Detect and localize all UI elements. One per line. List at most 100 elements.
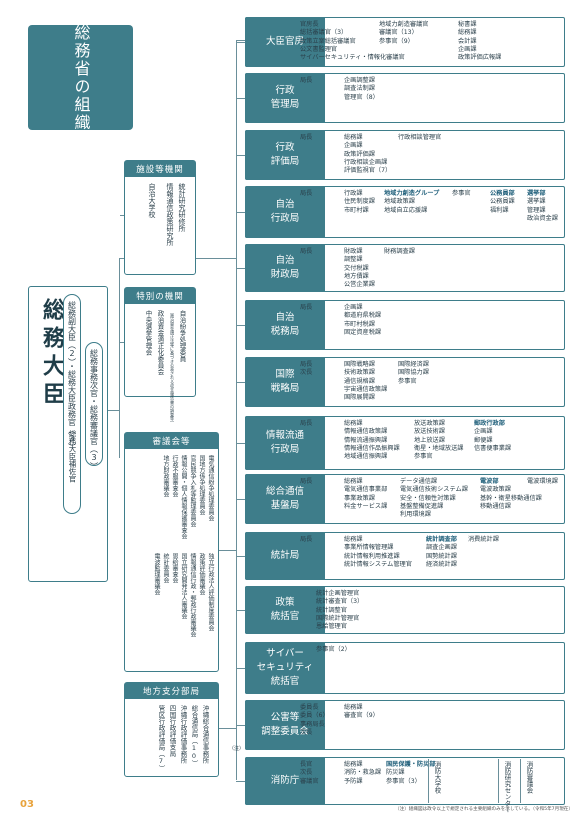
bureau-unit: 地域自立応援課 bbox=[384, 206, 428, 214]
bureau-unit: 政策評価課 bbox=[344, 150, 375, 158]
bureau-unit: 都道府県税課 bbox=[344, 312, 382, 320]
bureau-unit: 企画課 bbox=[344, 304, 363, 311]
connector bbox=[236, 325, 245, 326]
bureau-unit: 企画課 bbox=[458, 45, 477, 53]
bureau-unit: 地域力創造グループ bbox=[384, 190, 440, 197]
connector bbox=[236, 155, 245, 156]
bureau-unit: 基盤整備促進課 bbox=[400, 502, 444, 510]
vice-text: 総務事務次官 bbox=[89, 349, 99, 397]
bureau-unit: 局長 bbox=[300, 361, 313, 368]
special-box: 特別の機関 自治紛争処理委員 （政治資金規正法等に基づき公表される収支報告書の調… bbox=[124, 287, 196, 425]
council-item: 統計委員会 bbox=[162, 553, 169, 583]
council-item: 電波監理審議会 bbox=[153, 553, 160, 595]
facilities-box: 施設等機関 統計研究研修所 情報通信政策研究所 自治大学校 bbox=[124, 160, 196, 275]
connector bbox=[236, 40, 245, 41]
bureau-unit: 総務課 bbox=[344, 704, 363, 711]
column-separator bbox=[520, 759, 521, 803]
bureau-unit: 公務員課 bbox=[490, 198, 515, 206]
bureau-unit: 公文書監理官 bbox=[300, 45, 338, 53]
bureau-unit: 固定資産税課 bbox=[344, 328, 382, 336]
regional-item: 総合通信局（10） bbox=[190, 705, 198, 767]
connector bbox=[236, 668, 245, 669]
bureau-unit: 電気通信技術システム課 bbox=[400, 486, 468, 494]
bureau-unit: 参事官（9） bbox=[379, 37, 414, 45]
bureau-unit: 総務課 bbox=[344, 536, 363, 543]
bureau-unit: 統計調整官 bbox=[316, 606, 347, 614]
facility-item: 情報通信政策研究所 bbox=[166, 183, 174, 246]
council-item: 国立研究開発法人審議会 bbox=[180, 553, 187, 619]
bureau-unit: 郵便課 bbox=[474, 436, 493, 444]
connector bbox=[236, 98, 245, 99]
bureau-unit: 事業所情報管理課 bbox=[344, 544, 394, 552]
bureau-unit: 委員長 bbox=[300, 704, 319, 711]
bureau-unit: 経済統計課 bbox=[426, 560, 457, 568]
bureau-unit: 会計課 bbox=[458, 37, 477, 45]
bureau-unit: 総務課 bbox=[344, 761, 363, 768]
bureau-name: 行政 管理局 bbox=[245, 73, 325, 123]
council-item: 地方財政審議会 bbox=[162, 455, 169, 497]
bureau-unit: 局長 bbox=[300, 190, 313, 197]
bureau-unit: 電波環境課 bbox=[527, 478, 558, 485]
bureau-unit: 地上放送課 bbox=[414, 436, 445, 444]
bureau-unit: 統計審査官（3） bbox=[316, 598, 364, 606]
bureau-unit: 電波部 bbox=[480, 478, 499, 485]
facility-item: 自治大学校 bbox=[148, 183, 156, 218]
bureau-unit: 安全・信頼性対策課 bbox=[400, 494, 456, 502]
regional-item: 沖縄総合通信事務所 bbox=[201, 705, 209, 764]
connector bbox=[236, 212, 245, 213]
vice-minister-pill: 総務事務次官・総務審議官（3） bbox=[85, 342, 103, 470]
title-box: 総務省の組織 bbox=[28, 24, 133, 132]
bureau-name: 自治 財政局 bbox=[245, 244, 325, 292]
bureau-unit: 市町村税課 bbox=[344, 320, 375, 328]
regional-title: 地方支分部局 bbox=[125, 683, 218, 699]
vice-label: 総務事務次官・総務審議官（3） bbox=[89, 349, 99, 470]
bureau-unit: 総務課 bbox=[344, 134, 363, 141]
council-item: 恩給審査会 bbox=[171, 553, 178, 583]
connector bbox=[236, 42, 245, 43]
council-item: 情報通信行政・郵政行政審議会 bbox=[189, 553, 196, 637]
bureau-unit: 福利課 bbox=[490, 206, 509, 214]
column-separator bbox=[428, 759, 429, 803]
bureau-vertical-unit: 消防審議会 bbox=[525, 761, 533, 794]
bureau-unit: 交付税課 bbox=[344, 264, 369, 272]
bureau-name: 総合通信 基盤局 bbox=[245, 474, 325, 524]
footnote: （注）組織図は政令以上で規定される主要組織のみを示している。（令和5年7月現在） bbox=[395, 807, 573, 812]
council-item: 電気通信紛争処理委員会 bbox=[207, 455, 214, 521]
bureau-unit: 参事官 bbox=[414, 453, 433, 461]
bureau-unit: 情報流通振興課 bbox=[344, 436, 388, 444]
bureau-unit: 恩給管理官 bbox=[316, 623, 347, 631]
council-item: 行政不服審査会 bbox=[171, 455, 178, 497]
bureau-unit: 局長 bbox=[300, 248, 313, 255]
bureau-unit: 審査官（9） bbox=[344, 712, 379, 720]
connector bbox=[236, 556, 245, 557]
bureau-unit: 審議官（13） bbox=[379, 29, 418, 37]
bureau-unit: 放送政策課 bbox=[414, 420, 445, 427]
parl-vice-text: 総務大臣政務官（3） bbox=[67, 370, 77, 451]
connector bbox=[236, 443, 245, 444]
bureau-unit: 統計調査部 bbox=[426, 536, 457, 543]
bureau-unit: 管理課 bbox=[527, 206, 546, 214]
bureau-unit: 国際統計管理官 bbox=[316, 614, 360, 622]
council-item: 独立行政法人評価制度委員会 bbox=[207, 553, 214, 631]
bureau-name: 自治 行政局 bbox=[245, 186, 325, 238]
bureau-unit: 選挙課 bbox=[527, 198, 546, 206]
bureau-unit: 総括審議官（3） bbox=[300, 29, 348, 37]
bureau-unit: 企画課 bbox=[344, 142, 363, 150]
regional-item: 四国行政評価支局 bbox=[168, 705, 176, 757]
bureau-unit: 参事官 bbox=[452, 190, 471, 197]
bureau-unit: 参事官（3） bbox=[386, 777, 421, 785]
note-label: （注） bbox=[229, 746, 245, 752]
bureau-unit: 衛星・地域放送課 bbox=[414, 444, 464, 452]
connector bbox=[119, 258, 120, 458]
bureau-unit: 国際戦略課 bbox=[344, 361, 375, 368]
bureau-unit: 次長 bbox=[300, 369, 313, 377]
regional-item: 沖縄行政評価事務所 bbox=[179, 705, 187, 764]
bureau-unit: 防災課 bbox=[386, 769, 405, 777]
bureau-unit: 統計企画管理官 bbox=[316, 590, 360, 597]
facilities-title: 施設等機関 bbox=[125, 161, 195, 177]
bureau-name: 行政 評価局 bbox=[245, 130, 325, 180]
bureau-name: 大臣官房 bbox=[245, 17, 325, 67]
bureau-unit: 官房長 bbox=[300, 21, 319, 28]
vice-delib-text: 総務審議官（3） bbox=[89, 405, 99, 470]
bureau-unit: 地域力創造審議官 bbox=[379, 21, 429, 28]
